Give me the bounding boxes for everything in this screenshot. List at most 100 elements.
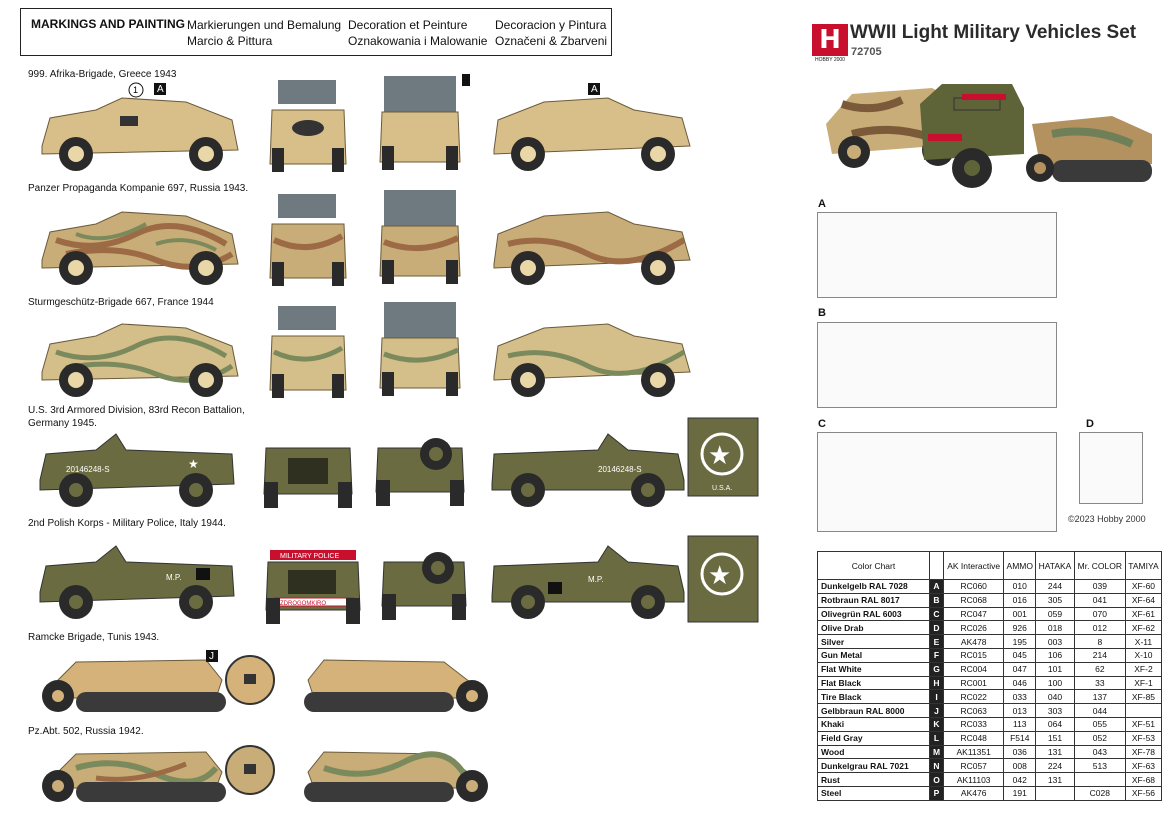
paint-code: 113 xyxy=(1003,716,1037,732)
paint-code: AK478 xyxy=(942,634,1005,649)
scheme-title-4: U.S. 3rd Armored Division, 83rd Recon Ba… xyxy=(28,405,245,416)
svg-text:★: ★ xyxy=(708,440,731,470)
paint-code: XF-85 xyxy=(1124,689,1163,705)
paint-code: X-11 xyxy=(1124,634,1163,649)
hobby2000-logo: H HOBBY 2000 xyxy=(812,24,848,64)
kubelwagen-side-3b xyxy=(493,323,691,397)
header-lang-text: Markierungen und Bemalung xyxy=(187,18,342,32)
paint-code: XF-53 xyxy=(1124,730,1163,746)
scheme-title-5: 2nd Polish Korps - Military Police, Ital… xyxy=(28,518,226,529)
col-header: TAMIYA xyxy=(1124,551,1163,580)
color-code: G xyxy=(929,661,944,677)
color-code: D xyxy=(929,620,944,636)
sprue-label-c: C xyxy=(818,418,826,430)
color-code: C xyxy=(929,606,944,622)
paint-code: 131 xyxy=(1035,744,1075,760)
header-lang-col-3: Decoracion y Pintura Označeni & Zbarveni xyxy=(495,17,607,49)
paint-code: XF-61 xyxy=(1124,606,1163,622)
paint-code: 042 xyxy=(1003,772,1037,787)
paint-code: 305 xyxy=(1035,592,1075,608)
kubelwagen-rear-2 xyxy=(379,190,461,284)
svg-text:J: J xyxy=(209,651,214,662)
box-art-illustration xyxy=(826,84,1152,188)
color-name: Olive Drab xyxy=(817,620,930,636)
paint-code: XF-68 xyxy=(1124,772,1163,787)
kubelwagen-front-2 xyxy=(269,194,347,286)
paint-code: 041 xyxy=(1073,592,1126,608)
paint-code: 62 xyxy=(1073,661,1126,677)
paint-code xyxy=(1124,703,1163,718)
sprue-label-a: A xyxy=(818,198,826,210)
markings-title: MARKINGS AND PAINTING xyxy=(31,17,185,31)
header-lang-text: Marcio & Pittura xyxy=(187,34,273,48)
jeep-rear-4 xyxy=(375,438,465,506)
paint-code: RC057 xyxy=(942,758,1005,774)
paint-code: RC026 xyxy=(942,620,1005,636)
paint-code: AK11103 xyxy=(942,772,1005,787)
paint-code: XF-63 xyxy=(1124,758,1163,774)
color-code: O xyxy=(929,772,944,787)
paint-code: 131 xyxy=(1035,772,1075,787)
paint-code: 003 xyxy=(1035,634,1075,649)
header-lang-text: Decoracion y Pintura xyxy=(495,18,607,32)
paint-code: RC004 xyxy=(942,661,1005,677)
kubelwagen-side-1: 1 A xyxy=(41,82,239,171)
paint-code: C028 xyxy=(1073,785,1126,801)
kubelwagen-side-3 xyxy=(41,323,239,397)
jeep-mp-text: M.P. xyxy=(166,573,181,582)
paint-code: 151 xyxy=(1035,730,1075,746)
svg-text:★: ★ xyxy=(188,457,199,471)
col-header: AK Interactive xyxy=(942,551,1005,580)
scheme-title-7: Pz.Abt. 502, Russia 1942. xyxy=(28,726,144,737)
paint-code: AK476 xyxy=(942,785,1005,801)
color-name: Steel xyxy=(817,785,930,801)
paint-code: 137 xyxy=(1073,689,1126,705)
hood-usa-text: U.S.A. xyxy=(712,485,732,492)
kubelwagen-rear-1 xyxy=(379,74,470,170)
sprue-label-d: D xyxy=(1086,418,1094,430)
paint-code: XF-62 xyxy=(1124,620,1163,636)
paint-code: RC068 xyxy=(942,592,1005,608)
paint-code: 045 xyxy=(1003,647,1037,663)
paint-code: 013 xyxy=(1003,703,1037,718)
paint-code: 055 xyxy=(1073,716,1126,732)
kubelwagen-side-1b: A xyxy=(493,83,691,171)
paint-code xyxy=(1073,772,1126,787)
paint-code: XF-64 xyxy=(1124,592,1163,608)
copyright-notice: ©2023 Hobby 2000 xyxy=(1068,514,1146,524)
header-lang-col-1: Markierungen und Bemalung Marcio & Pittu… xyxy=(187,17,341,49)
header-lang-text: Označeni & Zbarveni xyxy=(495,34,608,48)
color-name: Flat White xyxy=(817,661,930,677)
scheme-title-3: Sturmgeschütz-Brigade 667, France 1944 xyxy=(28,297,214,308)
paint-code: RC015 xyxy=(942,647,1005,663)
scheme-title-6: Ramcke Brigade, Tunis 1943. xyxy=(28,632,160,643)
paint-code: 191 xyxy=(1003,785,1037,801)
paint-code: XF-2 xyxy=(1124,661,1163,677)
color-name: Rotbraun RAL 8017 xyxy=(817,592,930,608)
paint-code: 513 xyxy=(1073,758,1126,774)
color-code: F xyxy=(929,647,944,663)
paint-code: XF-56 xyxy=(1124,785,1163,801)
jeep-mp-text: M.P. xyxy=(588,575,603,584)
color-name: Silver xyxy=(817,634,930,649)
col-header: Color Chart xyxy=(817,551,930,580)
col-header xyxy=(929,551,944,580)
jeep-front-4 xyxy=(263,447,353,508)
jeep-side-4: 20146248-S ★ xyxy=(39,433,235,507)
kubelwagen-front-1 xyxy=(269,80,347,172)
jeep-hood-5: ★ xyxy=(687,535,759,623)
scheme-title-4b: Germany 1945. xyxy=(28,418,97,429)
color-name: Flat Black xyxy=(817,675,930,691)
color-code: K xyxy=(929,716,944,732)
